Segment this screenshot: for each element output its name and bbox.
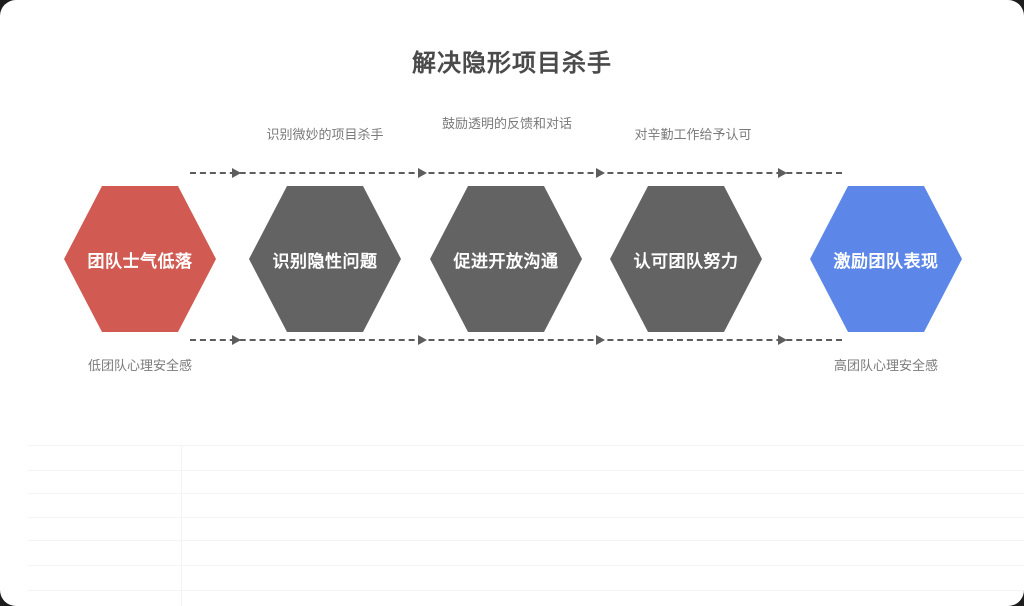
page-title: 解决隐形项目杀手 (412, 50, 612, 77)
arrow-head-icon (418, 335, 427, 345)
empty-table-grid (0, 430, 1024, 606)
arrow-head-icon (778, 168, 787, 178)
endpoint-label-high: 高团队心理安全感 (833, 358, 938, 373)
table-row (28, 565, 1024, 566)
endpoint-label-low: 低团队心理安全感 (87, 358, 192, 373)
process-node-4[interactable]: 认可团队努力 (610, 186, 762, 332)
transition-label-3: 对辛勤工作给予认可 (634, 127, 752, 142)
process-node-label: 激励团队表现 (833, 251, 939, 271)
process-node-5[interactable]: 激励团队表现 (810, 186, 962, 332)
arrow-head-icon (232, 168, 241, 178)
transition-label-2: 鼓励透明的反馈和对话 (441, 116, 572, 131)
process-node-label: 识别隐性问题 (272, 251, 378, 271)
transition-label-1: 识别微妙的项目杀手 (266, 127, 384, 142)
process-node-label: 团队士气低落 (87, 251, 193, 271)
arrow-head-icon (596, 335, 605, 345)
arrow-head-icon (596, 168, 605, 178)
arrow-head-icon (778, 335, 787, 345)
process-flow-diagram: 识别微妙的项目杀手 鼓励透明的反馈和对话 对辛勤工作给予认可 团队士气低落 识别… (64, 116, 962, 373)
connector-rail-top (190, 168, 842, 178)
dashed-line-bottom (190, 339, 842, 341)
process-node-3[interactable]: 促进开放沟通 (430, 186, 582, 332)
process-node-label: 促进开放沟通 (453, 251, 559, 271)
table-row (28, 470, 1024, 471)
process-node-2[interactable]: 识别隐性问题 (249, 186, 401, 332)
table-row (28, 540, 1024, 541)
table-column-divider (181, 445, 182, 606)
arrow-head-icon (418, 168, 427, 178)
table-row (28, 590, 1024, 591)
process-node-1[interactable]: 团队士气低落 (64, 186, 216, 332)
arrow-head-icon (232, 335, 241, 345)
table-row (28, 493, 1024, 494)
process-node-label: 认可团队努力 (633, 251, 739, 271)
connector-rail-bottom (190, 335, 842, 345)
table-row (28, 517, 1024, 518)
dashed-line-top (190, 172, 842, 174)
table-row (28, 445, 1024, 446)
